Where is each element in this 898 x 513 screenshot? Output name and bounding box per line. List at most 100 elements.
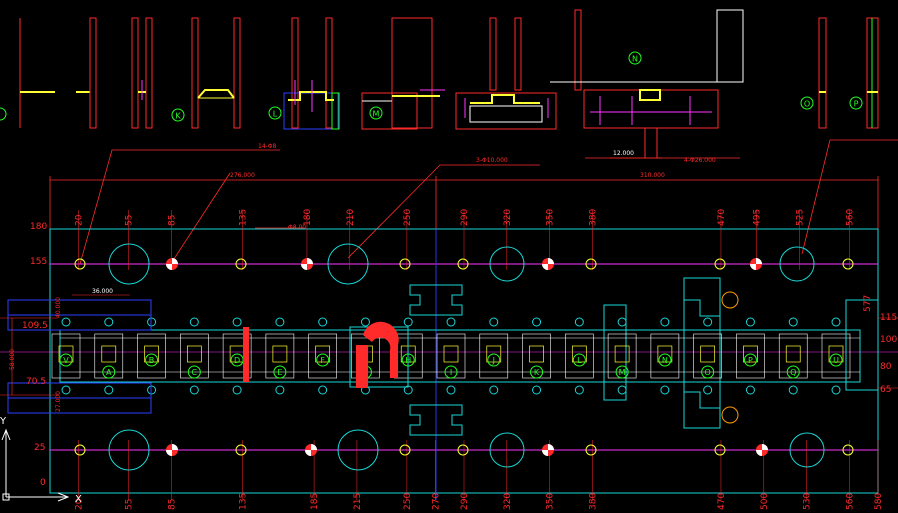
dimension-tick-label: 350 — [546, 493, 556, 510]
strip-station-part — [443, 345, 459, 363]
pilot-hole — [788, 385, 798, 395]
pilot-hole — [489, 317, 499, 327]
overall-dimensions — [49, 157, 879, 230]
strip-station-block — [51, 333, 81, 379]
strip-station-block — [650, 333, 680, 379]
station-marker-letter: P — [748, 356, 753, 365]
profile-n — [550, 9, 744, 158]
profile-k — [191, 17, 241, 129]
pilot-hole — [61, 317, 71, 327]
dim-36: 36.000 — [92, 288, 113, 295]
station-marker-circle — [743, 353, 757, 367]
station-marker-letter: U — [833, 356, 839, 365]
pilot-hole — [275, 385, 285, 395]
dimension-tick-label: 470 — [717, 493, 727, 510]
strip-station-part — [614, 345, 630, 363]
strip-station-block — [821, 333, 851, 379]
svg-text:577: 577 — [863, 295, 873, 312]
strip-station-part — [571, 345, 587, 363]
pilot-hole — [147, 385, 157, 395]
svg-text:155: 155 — [30, 257, 47, 267]
svg-text:180: 180 — [30, 222, 47, 232]
station-marker-circle — [615, 365, 629, 379]
station-marker-circle — [316, 353, 330, 367]
pilot-hole — [61, 385, 71, 395]
dimension-tick-label: 495 — [753, 209, 763, 226]
leader-14-holes: 14-Φ8 — [258, 143, 277, 150]
pilot-hole — [232, 317, 242, 327]
strip-station-block — [736, 333, 765, 379]
dimension-tick-label: 250 — [403, 493, 413, 510]
strip-station-part — [785, 345, 801, 363]
strip-station-part — [101, 345, 117, 363]
dimension-tick-label: 290 — [460, 493, 470, 510]
pilot-hole — [532, 385, 542, 395]
station-marker-circle — [102, 365, 116, 379]
pilot-hole — [446, 385, 456, 395]
profile-5 — [455, 17, 557, 130]
profile-2 — [131, 17, 153, 129]
svg-text:L: L — [273, 110, 278, 119]
leaders — [79, 139, 898, 265]
strip-station-block — [308, 333, 337, 379]
ucs-y-label: Y — [0, 416, 7, 427]
bolt-holes-bottom — [74, 444, 854, 456]
pilot-hole — [446, 317, 456, 327]
strip-station-part — [144, 345, 159, 363]
station-marker-m-top: M — [369, 106, 383, 120]
pilot-hole — [831, 385, 841, 395]
svg-text:25: 25 — [34, 443, 45, 453]
svg-text:M: M — [373, 110, 380, 119]
profile-o — [818, 17, 827, 129]
svg-text:70.5: 70.5 — [26, 377, 46, 387]
strip-station-part — [828, 345, 844, 363]
station-marker-n-top: N — [628, 51, 642, 65]
pilot-hole — [104, 317, 114, 327]
svg-text:0: 0 — [40, 478, 46, 488]
dimension-tick-label: 135 — [239, 209, 249, 226]
dimension-tick-label: 135 — [239, 493, 249, 510]
left-dimension-labels: 180 155 109.5 70.5 25 0 — [22, 222, 48, 488]
centerlines — [0, 229, 898, 500]
dimension-tick-label: 320 — [503, 493, 513, 510]
left-vertical-labels: 58.000 40.000 27.000 — [9, 297, 62, 412]
station-marker-letter: C — [192, 368, 198, 377]
dimension-tick-label: 350 — [546, 209, 556, 226]
pilot-hole — [574, 385, 584, 395]
svg-text:115: 115 — [880, 313, 897, 323]
station-marker-circle — [786, 365, 800, 379]
pilot-hole — [147, 317, 157, 327]
station-marker-circle — [444, 365, 458, 379]
dimension-tick-label: 210 — [346, 209, 356, 226]
dim-276: 276.000 — [230, 172, 255, 179]
leader-4-holes: 4-Φ26.000 — [684, 157, 716, 164]
station-marker-circle — [273, 365, 287, 379]
station-marker-letter: D — [234, 356, 240, 365]
strip-station-part — [700, 345, 716, 363]
dimension-tick-label: 380 — [588, 493, 598, 510]
right-dimension-labels: 115 100 80 65 577 — [863, 295, 897, 395]
svg-text:100: 100 — [880, 335, 897, 345]
pilot-hole — [275, 317, 285, 327]
station-marker-circle — [59, 353, 73, 367]
strip-station-part — [272, 345, 288, 363]
pilot-hole — [831, 317, 841, 327]
dimension-tick-label: 470 — [717, 209, 727, 226]
station-marker-letter: B — [149, 356, 155, 365]
strip-stations: VABCDEFGHIJKLMNOPQU — [51, 317, 851, 395]
dimension-tick-label: 20 — [75, 498, 85, 510]
dimension-tick-label: 215 — [353, 493, 363, 510]
dimension-tick-label: 525 — [795, 209, 805, 226]
station-marker-o-top: O — [800, 96, 814, 110]
pilot-hole — [318, 317, 328, 327]
dimension-tick-label: 180 — [303, 209, 313, 226]
dimension-tick-label: 560 — [845, 493, 855, 510]
station-marker-circle — [145, 353, 159, 367]
pilot-hole — [232, 385, 242, 395]
ucs-icon — [1, 428, 70, 502]
orange-circles — [721, 291, 739, 424]
pilot-hole — [745, 317, 755, 327]
